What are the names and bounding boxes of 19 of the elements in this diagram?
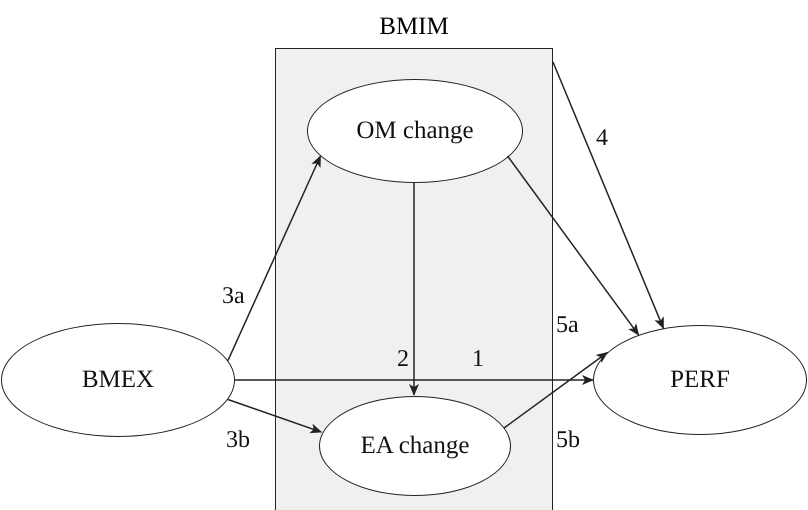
arrow [235,375,594,385]
edge-label: 4 [596,126,608,150]
edge-label: 3b [226,428,250,452]
arrow [228,398,322,434]
node-label: EA change [360,432,470,460]
arrow [504,352,608,428]
edge-label: 5a [556,313,579,337]
node-label: BMEX [82,366,154,394]
edge-label: 3a [222,284,245,308]
edge-label: 5b [556,428,580,452]
node-label: PERF [670,366,730,394]
edge-label: 2 [397,347,409,371]
arrow [506,156,640,336]
edge-label: 1 [472,347,484,371]
arrow [227,155,322,361]
arrow [552,62,664,330]
arrow [409,182,419,396]
group-heading: BMIM [379,13,449,40]
node-label: OM change [356,117,474,145]
